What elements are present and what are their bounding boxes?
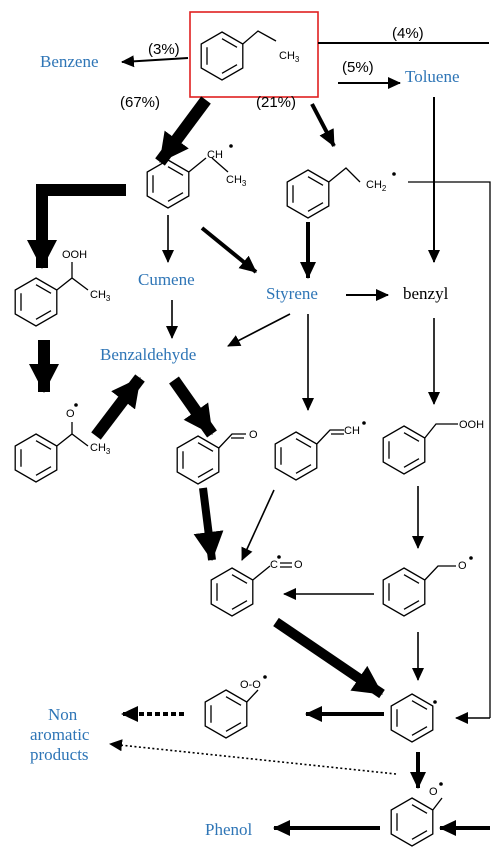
phenyl-radical-dot — [433, 700, 437, 704]
arrow-benzaldehyde-to-molecule — [169, 376, 217, 438]
non-aromatic-label-line1: Non — [48, 705, 78, 724]
phenoxy-radical-dot — [439, 782, 443, 786]
phenylperoxy-radical-molecule — [204, 689, 259, 739]
beta-radical-molecule — [286, 167, 361, 219]
ethylbenzene-ch3-label: CH3 — [279, 50, 300, 64]
beta-radical-dot — [392, 172, 396, 176]
benzoyl-radical-o-label: O — [294, 559, 303, 571]
arrow-ethylbenzene-to-beta — [310, 103, 336, 147]
arrow-styrene-to-benzaldehyde — [227, 313, 291, 347]
phenyl-radical-molecule — [390, 693, 434, 743]
arrow-alkoxy-to-benzaldehyde — [91, 374, 145, 440]
alkoxy-radical-o-label: O — [66, 408, 75, 420]
benzyl-hydroperoxide-ooh-label: OOH — [459, 419, 484, 431]
alpha-radical-dot — [229, 144, 233, 148]
phenylperoxy-radical-oo-label: O-O — [240, 679, 261, 691]
ethylbenzene-highlight-box — [189, 11, 319, 98]
benzaldehyde-molecule — [176, 433, 246, 485]
pct-to-toluene: (5%) — [342, 59, 374, 76]
beta-radical-ch2-label: CH2 — [366, 179, 387, 193]
hydroperoxide-ooh-label: OOH — [62, 249, 87, 261]
cumene-label: Cumene — [138, 270, 195, 289]
benzaldehyde-o-label: O — [249, 429, 258, 441]
arrow-alpha-to-hydroperoxide — [27, 184, 126, 269]
benzyloxy-radical-molecule — [382, 565, 456, 617]
alkoxy-radical-ch3-label: CH3 — [90, 442, 111, 456]
hydroperoxide-molecule — [14, 262, 89, 327]
pct-top-branch: (4%) — [392, 25, 424, 42]
arrow-to-non-aromatic-dotted-thin — [109, 739, 397, 775]
styryl-radical-ch-label: CH — [344, 425, 360, 437]
benzyl-label: benzyl — [403, 284, 449, 303]
alpha-radical-molecule — [146, 157, 229, 209]
alkoxy-radical-molecule — [14, 422, 89, 483]
styryl-radical-molecule — [274, 429, 344, 481]
arrow-to-benzene — [121, 55, 189, 68]
arrow-benzaldehyde-to-benzoyl — [193, 487, 224, 561]
alpha-radical-ch-label: CH — [207, 149, 223, 161]
benzyloxy-radical-dot — [469, 556, 473, 560]
alpha-radical-ch3-label: CH3 — [226, 174, 247, 188]
arrow-styryl-to-benzoyl — [241, 489, 275, 561]
non-aromatic-label-line3: products — [30, 745, 89, 764]
alkoxy-radical-dot — [74, 403, 78, 407]
styrene-label: Styrene — [266, 284, 318, 303]
pct-to-benzene: (3%) — [148, 41, 180, 58]
ethylbenzene-molecule — [200, 30, 277, 81]
benzaldehyde-label: Benzaldehyde — [100, 345, 196, 364]
benzyl-hydroperoxide-molecule — [382, 423, 458, 475]
non-aromatic-label-line2: aromatic — [30, 725, 90, 744]
benzene-label: Benzene — [40, 52, 99, 71]
styryl-radical-dot — [362, 421, 366, 425]
beta-to-phenyl-connector — [408, 181, 491, 718]
benzoyl-radical-dot — [277, 555, 281, 559]
pct-alpha-radical: (67%) — [120, 94, 160, 111]
phenol-label: Phenol — [205, 820, 253, 839]
phenylperoxy-radical-dot — [263, 675, 267, 679]
arrow-benzoyl-to-phenyl — [273, 617, 385, 699]
pct-beta-radical: (21%) — [256, 94, 296, 111]
arrow-alpha-to-styrene — [200, 226, 258, 274]
benzyloxy-radical-o-label: O — [458, 560, 467, 572]
benzoyl-radical-molecule — [210, 562, 292, 617]
toluene-label: Toluene — [405, 67, 460, 86]
phenoxy-radical-molecule — [390, 797, 443, 847]
phenoxy-radical-o-label: O — [429, 786, 438, 798]
hydroperoxide-ch3-label: CH3 — [90, 289, 111, 303]
benzoyl-radical-c-label: C — [270, 559, 278, 571]
arrow-ethylbenzene-to-alpha — [155, 96, 211, 166]
